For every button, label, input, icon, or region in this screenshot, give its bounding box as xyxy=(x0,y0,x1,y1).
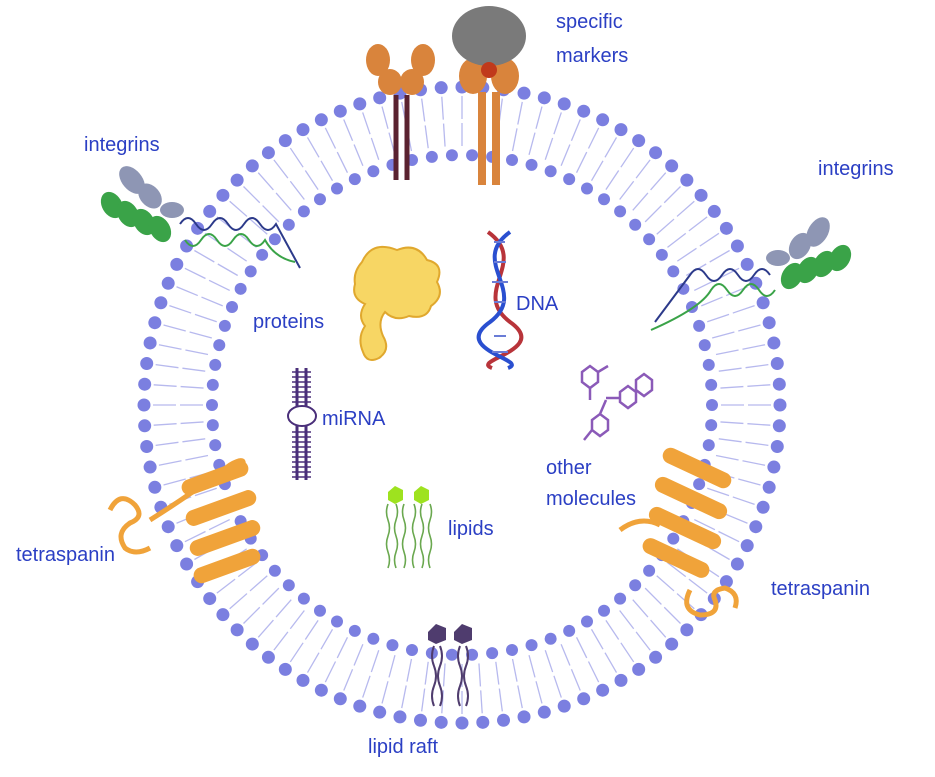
specific-markers-label-line2: markers xyxy=(556,45,629,67)
mirna-icon xyxy=(287,368,317,480)
dna-label: DNA xyxy=(516,293,559,315)
integrin-icon xyxy=(100,166,301,269)
lipids-label: lipids xyxy=(448,518,494,540)
integrin-icon xyxy=(650,217,852,331)
integrins-right-label: integrins xyxy=(818,158,894,180)
small-molecule-icon xyxy=(580,364,654,441)
lipid-raft-icon xyxy=(428,624,472,707)
mirna-label: miRNA xyxy=(322,408,386,430)
tetraspanin-left-label: tetraspanin xyxy=(16,544,115,566)
protein-blob-icon xyxy=(353,246,441,361)
membrane-ring xyxy=(137,80,787,730)
proteins-label: proteins xyxy=(253,311,325,333)
receptor-icon xyxy=(366,44,435,180)
lipid-raft-label: lipid raft xyxy=(368,736,439,758)
tetraspanin-icon xyxy=(107,458,261,584)
lipid-icon xyxy=(385,486,433,569)
tetraspanin-right-label: tetraspanin xyxy=(771,578,870,600)
other-molecules-label-line2: molecules xyxy=(546,488,637,510)
integrins-left-label: integrins xyxy=(84,134,160,156)
specific-markers-label: specific xyxy=(556,11,623,33)
other-molecules-label: other xyxy=(546,457,592,479)
dna-helix-icon xyxy=(476,230,524,370)
tetraspanin-icon xyxy=(618,447,739,618)
specific-marker-icon xyxy=(452,6,526,185)
